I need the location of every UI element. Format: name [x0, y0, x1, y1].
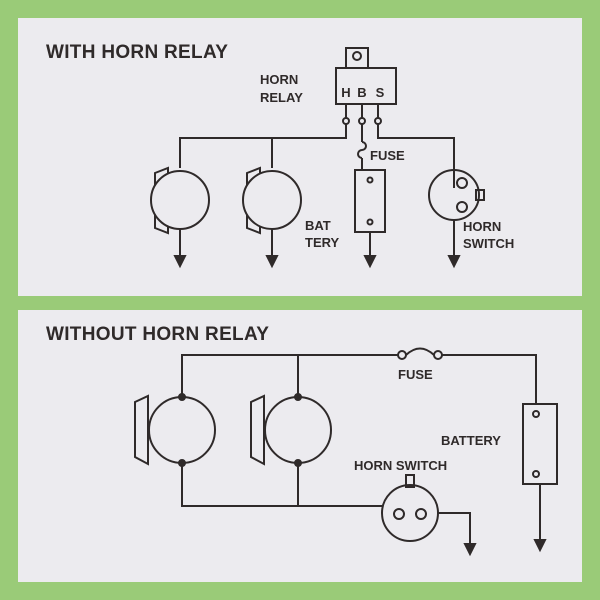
with-relay-title: WITH HORN RELAY: [46, 42, 229, 63]
fuse-icon: [397, 347, 443, 360]
horn-1-icon: [150, 166, 210, 269]
horn-switch-icon: [428, 169, 485, 269]
switch-feed-wire: [377, 124, 455, 170]
switch-label-line2: SWITCH: [463, 236, 515, 251]
battery-label-line1: BAT: [305, 218, 331, 233]
horn-1-icon: [134, 393, 216, 467]
without-relay-title: WITHOUT HORN RELAY: [46, 324, 270, 345]
fuse-label: FUSE: [370, 148, 405, 163]
switch-label-line1: HORN: [463, 219, 502, 234]
without-relay-panel: WITHOUT HORN RELAY: [18, 310, 582, 582]
battery-icon: [354, 169, 386, 269]
without-relay-circuit: [134, 347, 558, 557]
battery-icon: [522, 403, 558, 553]
return-wire: [181, 464, 382, 507]
battery-feed-wire: [357, 124, 367, 170]
horn-2-icon: [242, 166, 302, 269]
battery-label-line2: TERY: [305, 235, 340, 250]
with-relay-panel: WITH HORN RELAY: [18, 18, 582, 296]
horn-relay-icon: [335, 47, 397, 125]
relay-label-line1: HORN: [260, 72, 299, 87]
horn-feed-wire: [179, 124, 347, 168]
supply-wire: [181, 354, 537, 404]
relay-terminal-b: B: [357, 85, 366, 100]
horn-switch-icon: [381, 474, 477, 557]
horn-switch-label: HORN SWITCH: [354, 458, 448, 473]
battery-label: BATTERY: [441, 433, 501, 448]
relay-terminal-h: H: [341, 85, 350, 100]
with-relay-circuit: H B S: [150, 47, 485, 269]
fuse-label: FUSE: [398, 367, 433, 382]
relay-label-line2: RELAY: [260, 90, 303, 105]
relay-terminal-s: S: [376, 85, 385, 100]
horn-2-icon: [250, 393, 332, 467]
